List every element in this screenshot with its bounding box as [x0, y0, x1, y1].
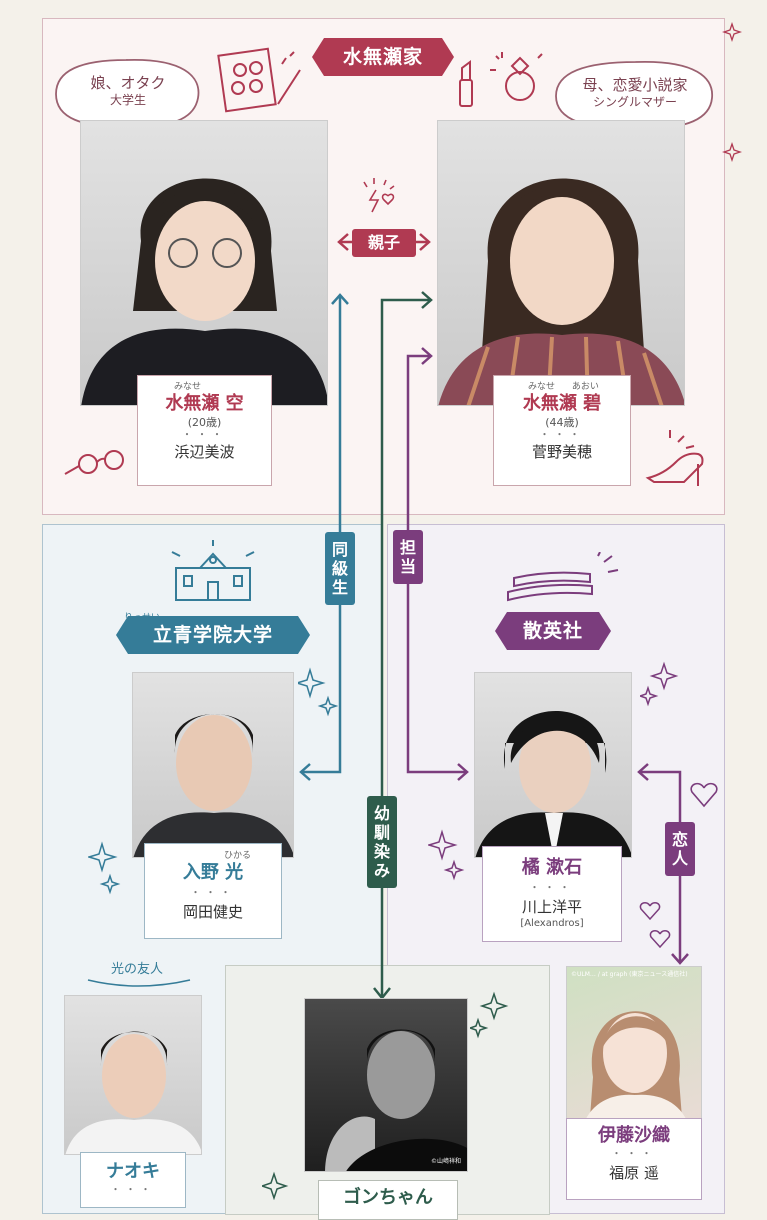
childhood-friends-line — [373, 291, 433, 1001]
photo-aoi — [437, 120, 685, 406]
lovers-line — [637, 763, 689, 965]
relation-lovers: 恋人 — [665, 822, 695, 876]
photo-hikaru — [132, 672, 294, 858]
namecard-naoki: ナオキ ・・・ — [80, 1152, 186, 1208]
soseki-name: 橘 漱石 — [521, 857, 583, 878]
sparkle-icon — [262, 1171, 289, 1200]
photo-gon: ©山﨑祥和 — [304, 998, 468, 1172]
publisher-ribbon: 散英社 — [495, 612, 611, 650]
portrait-soseki — [475, 711, 631, 857]
portrait-aoi — [438, 178, 684, 405]
bubble-sora-line2: 大学生 — [109, 93, 146, 107]
aoi-ruby: みなせ あおい — [494, 381, 630, 393]
lipstick-ring-icon — [459, 52, 543, 107]
sparkle-icon — [470, 991, 509, 1039]
hearts-icon — [690, 782, 718, 808]
namecard-aoi: みなせ あおい 水無瀬 碧 (44歳) ・・・ 菅野美穂 — [493, 375, 631, 486]
portrait-naoki — [65, 1031, 201, 1154]
sora-age: (20歳) — [187, 416, 222, 429]
minase-family-ribbon: 水無瀬家 — [312, 38, 454, 76]
sparkle-icon — [298, 667, 338, 717]
photo-naoki — [64, 995, 202, 1155]
namecard-sora: みなせ 水無瀬 空 (20歳) ・・・ 浜辺美波 — [137, 375, 272, 486]
saori-name: 伊藤沙織 — [598, 1125, 670, 1146]
bubble-aoi-line2: シングルマザー — [592, 95, 677, 109]
hikaru-actor: 岡田健史 — [182, 903, 243, 921]
soseki-band: [Alexandros] — [520, 918, 584, 929]
aoi-ruby-family: みなせ — [528, 382, 556, 392]
hikaru-dots: ・・・ — [190, 888, 236, 899]
portrait-gon — [325, 1029, 467, 1171]
gon-photo-credit: ©山﨑祥和 — [430, 1158, 461, 1165]
namecard-soseki: 橘 漱石 ・・・ 川上洋平 [Alexandros] — [482, 846, 622, 942]
gon-name: ゴンちゃん — [343, 1187, 433, 1208]
namecard-saori: 伊藤沙織 ・・・ 福原 遥 — [566, 1118, 702, 1200]
sparkle-icon — [640, 661, 679, 707]
lightning-hearts-icon — [363, 178, 395, 213]
photo-soseki — [474, 672, 632, 858]
university-building-icon — [171, 540, 255, 601]
saori-actor: 福原 遥 — [609, 1164, 659, 1182]
relation-childhood-friends: 幼馴染み — [367, 796, 397, 888]
portrait-sora — [81, 178, 327, 405]
hikaru-ruby: ひかる — [145, 850, 281, 862]
books-icon — [507, 552, 619, 602]
saori-photo-credit: ©ULM… / at graph (東京ニュース通信社) — [571, 971, 688, 978]
naoki-caption-underline — [87, 979, 191, 987]
relation-in-charge: 担当 — [393, 530, 423, 584]
bubble-sora-line1: 娘、オタク — [90, 74, 166, 92]
sparkle-icon — [428, 829, 465, 881]
sora-ruby-family: みなせ — [174, 382, 202, 392]
university-ribbon: 立青学院大学 — [116, 616, 310, 654]
soseki-dots: ・・・ — [529, 883, 575, 894]
portrait-hikaru — [133, 713, 293, 857]
relation-parent-child: 親子 — [352, 229, 416, 257]
bubble-sora-text: 娘、オタク 大学生 — [62, 74, 194, 108]
aoi-actor: 菅野美穂 — [531, 443, 592, 461]
namecard-hikaru: ひかる 入野 光 ・・・ 岡田健史 — [144, 843, 282, 939]
namecard-gon: ゴンちゃん — [318, 1180, 458, 1220]
glasses-icon — [64, 450, 124, 475]
aoi-name: 水無瀬 碧 — [522, 393, 602, 414]
sparkle-icon — [722, 22, 742, 162]
naoki-dots: ・・・ — [110, 1185, 156, 1196]
sora-name: 水無瀬 空 — [165, 393, 244, 414]
relation-classmates: 同級生 — [325, 532, 355, 605]
naoki-caption: 光の友人 — [110, 962, 163, 977]
sora-actor: 浜辺美波 — [174, 443, 235, 461]
classmates-line — [299, 293, 349, 781]
aoi-dots: ・・・ — [539, 430, 585, 441]
sparkle-icon — [88, 841, 121, 895]
sora-dots: ・・・ — [182, 430, 227, 441]
portrait-saori — [581, 1011, 691, 1129]
naoki-name: ナオキ — [106, 1161, 160, 1182]
palette-icon — [217, 47, 301, 113]
saori-dots: ・・・ — [611, 1149, 657, 1160]
hikaru-ruby-given: ひかる — [223, 851, 251, 861]
aoi-ruby-given: あおい — [571, 382, 599, 392]
photo-saori: ©ULM… / at graph (東京ニュース通信社) — [566, 966, 702, 1130]
bubble-aoi-text: 母、恋愛小説家 シングルマザー — [560, 76, 710, 110]
aoi-age: (44歳) — [545, 416, 579, 429]
photo-sora — [80, 120, 328, 406]
hikaru-name: 入野 光 — [182, 862, 244, 883]
sora-ruby: みなせ — [138, 381, 271, 393]
bubble-aoi-line1: 母、恋愛小説家 — [582, 76, 688, 94]
hearts-icon — [639, 901, 671, 949]
soseki-actor: 川上洋平 — [521, 898, 582, 916]
high-heel-icon — [645, 430, 704, 486]
